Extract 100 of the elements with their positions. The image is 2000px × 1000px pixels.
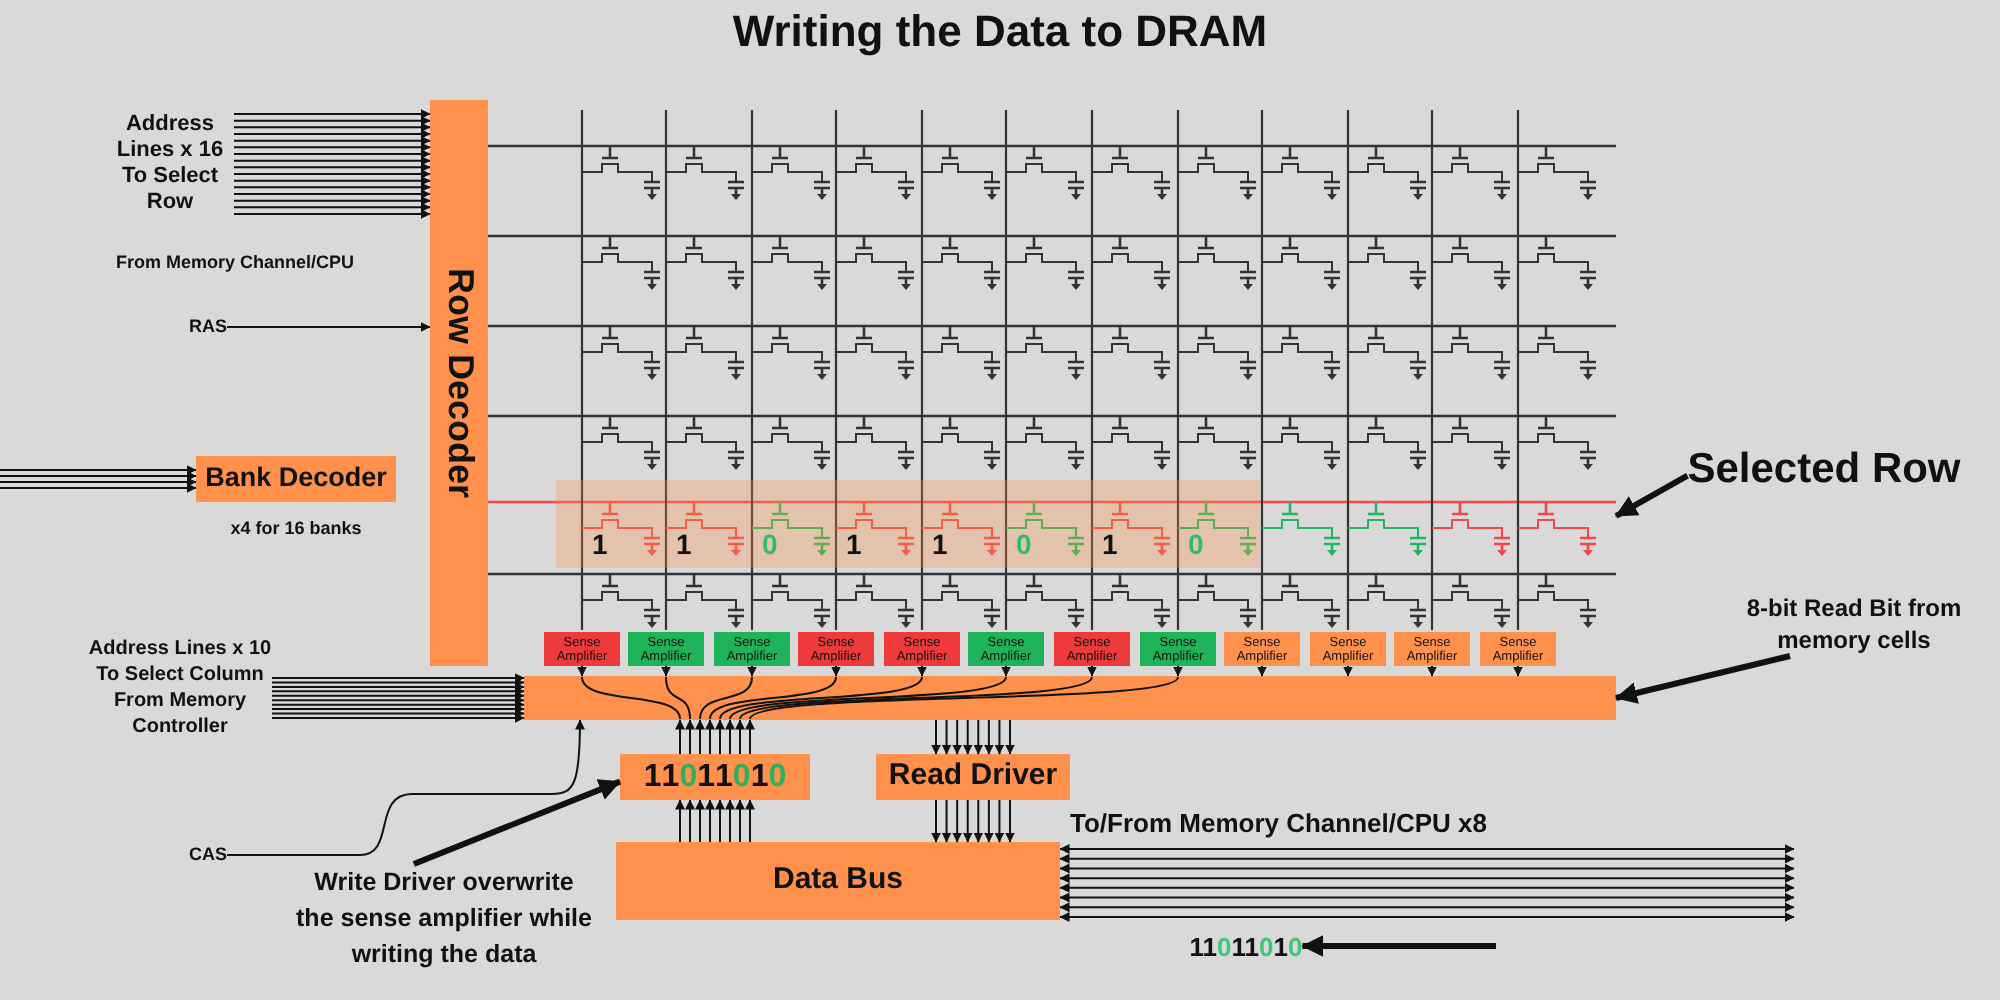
- arrow: [735, 799, 745, 843]
- arrow: [233, 169, 431, 179]
- arrow: [685, 719, 695, 755]
- arrow: [983, 799, 994, 843]
- arrow: [695, 719, 705, 755]
- column-decoder-bar: [524, 676, 1616, 720]
- arrow: [0, 477, 197, 487]
- arrow: [941, 799, 952, 843]
- arrow: [1087, 665, 1097, 677]
- arrow: [1059, 892, 1795, 903]
- arrow: [931, 799, 941, 843]
- arrow: [0, 465, 197, 475]
- arrow: [271, 704, 525, 715]
- bit-value: 1: [1102, 530, 1118, 558]
- arrow: [1059, 853, 1795, 864]
- arrow: [271, 677, 525, 688]
- arrow: [226, 719, 585, 856]
- arrow: [233, 195, 431, 206]
- arrow: [661, 665, 671, 677]
- arrow: [412, 778, 622, 867]
- arrow: [271, 681, 525, 692]
- arrow: [233, 122, 431, 133]
- arrow: [745, 799, 755, 843]
- arrow: [715, 719, 725, 755]
- arrow: [931, 719, 941, 755]
- annotation-text: Write Driver overwrite the sense amplifier while writing the data: [293, 864, 595, 972]
- address-lines-label: Address Lines x 10 To Select Column From Memory Controller: [88, 636, 272, 740]
- arrow: [685, 799, 695, 843]
- bit-value: 0: [1016, 530, 1032, 558]
- arrow: [675, 799, 685, 843]
- address-lines-label: Address Lines x 16 To Select Row: [106, 112, 234, 216]
- arrow: [973, 719, 984, 755]
- arrow: [1059, 902, 1795, 913]
- arrow: [577, 665, 587, 677]
- bit-value: 0: [762, 530, 778, 558]
- arrow: [233, 135, 431, 146]
- arrow: [983, 719, 994, 755]
- arrow: [994, 719, 1005, 755]
- arrow: [735, 719, 745, 755]
- arrow: [1343, 665, 1353, 677]
- arrow: [271, 708, 525, 719]
- callout-label: Selected Row: [1687, 442, 1961, 498]
- diagram-title: Writing the Data to DRAM: [732, 4, 1268, 60]
- arrow: [675, 719, 685, 755]
- arrow: [233, 149, 431, 159]
- arrow: [271, 673, 525, 683]
- arrow: [831, 665, 841, 677]
- arrow: [233, 209, 431, 219]
- arrow: [271, 690, 525, 701]
- arrow: [973, 799, 984, 843]
- arrow: [271, 686, 525, 697]
- arrow: [705, 799, 715, 843]
- arrow: [705, 719, 715, 755]
- arrow: [233, 182, 431, 193]
- arrow: [1257, 665, 1267, 677]
- arrow: [233, 115, 431, 126]
- write-driver-block: 11011010: [620, 754, 810, 800]
- row-decoder-block: Row Decoder: [430, 100, 488, 666]
- arrow: [941, 719, 952, 755]
- arrow: [1059, 863, 1795, 874]
- signal-label: CAS: [189, 842, 227, 868]
- arrow: [725, 799, 735, 843]
- caption-text: x4 for 16 banks: [230, 516, 362, 540]
- arrow: [233, 175, 431, 186]
- arrow: [1614, 473, 1689, 519]
- arrow: [1059, 912, 1795, 922]
- arrow: [271, 713, 525, 723]
- arrow: [962, 719, 973, 755]
- arrow: [1301, 935, 1496, 957]
- arrow: [271, 695, 525, 706]
- arrow: [233, 109, 431, 119]
- arrow: [747, 665, 757, 677]
- arrow: [1059, 844, 1795, 854]
- arrow: [0, 471, 197, 481]
- arrow: [271, 699, 525, 710]
- arrow: [233, 142, 431, 153]
- bit-value: 1: [846, 530, 862, 558]
- arrow: [1001, 665, 1011, 677]
- arrow: [952, 719, 963, 755]
- arrow: [233, 162, 431, 173]
- callout-label: 8-bit Read Bit from memory cells: [1730, 592, 1978, 656]
- arrow: [917, 665, 927, 677]
- arrow: [1059, 882, 1795, 893]
- bit-value: 1: [932, 530, 948, 558]
- arrow: [1614, 653, 1791, 704]
- arrow: [1427, 665, 1437, 677]
- arrow: [0, 483, 197, 493]
- arrow: [695, 799, 705, 843]
- arrow: [715, 799, 725, 843]
- bit-value: 1: [592, 530, 608, 558]
- arrow: [745, 719, 755, 755]
- signal-label: RAS: [189, 314, 227, 340]
- bit-value: 0: [1188, 530, 1204, 558]
- arrow: [962, 799, 973, 843]
- data-bus-block: Data Bus: [616, 842, 1060, 920]
- arrow: [952, 799, 963, 843]
- bit-pattern-text: 11011010: [1189, 932, 1303, 962]
- bank-decoder-block: Bank Decoder: [196, 456, 396, 502]
- read-driver-block: Read Driver: [876, 754, 1070, 800]
- arrow: [1513, 665, 1523, 677]
